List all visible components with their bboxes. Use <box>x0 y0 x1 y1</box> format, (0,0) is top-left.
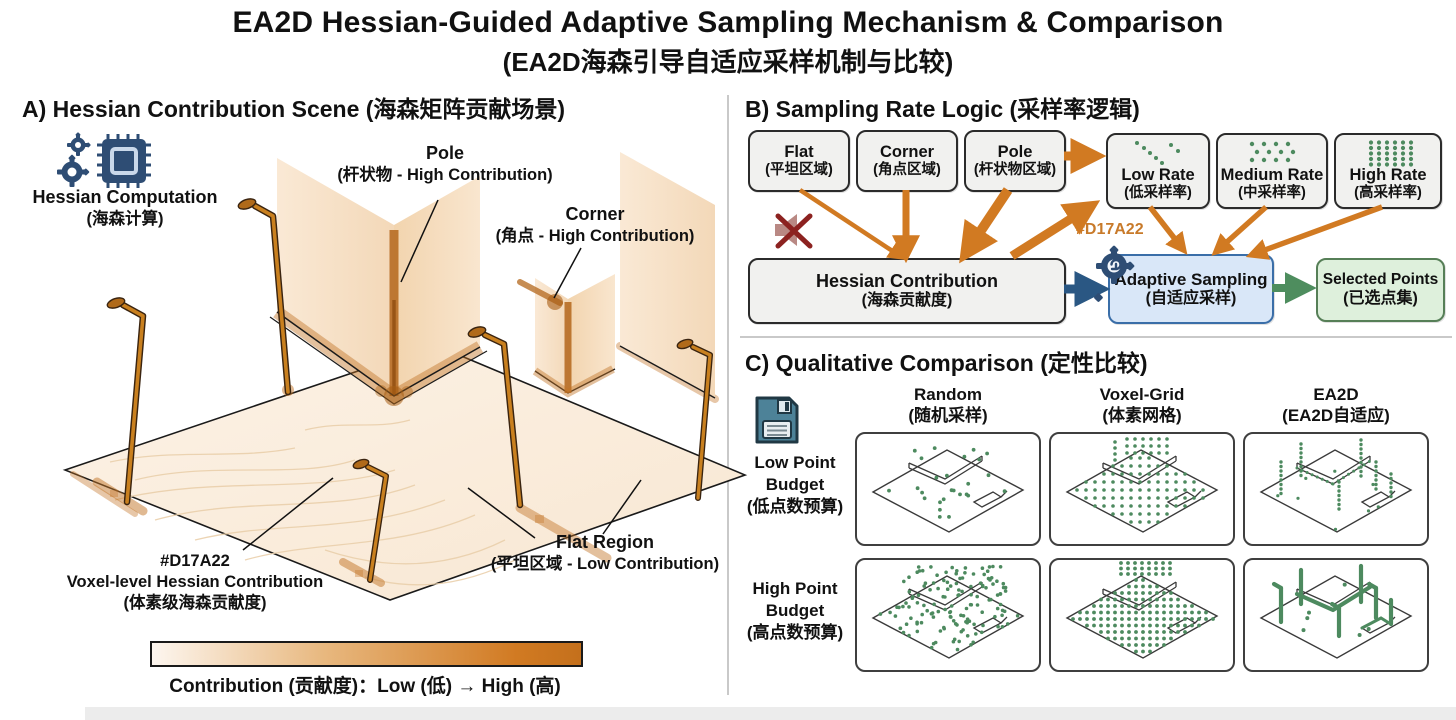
column-header-voxelgrid: Voxel-Grid (体素网格) <box>1099 385 1185 426</box>
flat-callout-line-1 <box>467 487 536 539</box>
column-header-ea2d: EA2D (EA2D自适应) <box>1282 385 1390 426</box>
panel-b-heading: B) Sampling Rate Logic (采样率逻辑) <box>745 96 1140 122</box>
medium-rate-dots-icon <box>1249 141 1296 162</box>
cell-ea2d-high <box>1243 558 1429 672</box>
panel-base-line <box>619 345 716 399</box>
figure-title: EA2D Hessian-Guided Adaptive Sampling Me… <box>232 6 1224 39</box>
corner-callout-line <box>553 247 582 299</box>
hessian-contribution-box: Hessian Contribution (海森贡献度) <box>748 258 1066 324</box>
pole-annotation: Pole (杆状物 - High Contribution) <box>337 143 553 185</box>
low-rate-dots-icon <box>1135 140 1180 165</box>
ground-plane <box>62 344 748 601</box>
hessian-computation-icon <box>57 132 151 188</box>
row-label-high-budget: High Point Budget (高点数预算) <box>746 579 844 643</box>
pole-callout-line <box>400 199 439 283</box>
lamp <box>106 297 147 506</box>
street-lamps <box>106 198 713 583</box>
muted-speaker-icon <box>775 213 813 249</box>
colorbar-caption: Contribution (贡献度)：Low (低) → High (高) <box>169 676 561 697</box>
floppy-disk-icon <box>755 396 799 444</box>
cell-voxel-low <box>1049 432 1235 546</box>
cell-voxel-high <box>1049 558 1235 672</box>
horizontal-divider <box>740 336 1452 338</box>
figure-subtitle: (EA2D海森引导自适应采样机制与比较) <box>502 47 954 77</box>
pole-box: Pole (杆状物区域) <box>964 130 1066 192</box>
lamp <box>352 458 389 583</box>
corner-wall-right <box>568 274 615 393</box>
voxel-callout-line <box>242 477 334 551</box>
right-corner-heat <box>547 294 563 310</box>
cell-random-low <box>855 432 1041 546</box>
hessian-computation-label: Hessian Computation (海森计算) <box>32 187 218 229</box>
corner-annotation: Corner (角点 - High Contribution) <box>495 204 695 246</box>
row-label-low-budget: Low Point Budget (低点数预算) <box>746 453 844 517</box>
adaptive-sampling-box: Adaptive Sampling (自适应采样) <box>1108 254 1274 324</box>
selected-points-box: Selected Points (已选点集) <box>1316 258 1445 322</box>
panel-c-heading: C) Qualitative Comparison (定性比较) <box>745 350 1148 376</box>
corner-box: Corner (角点区域) <box>856 130 958 192</box>
lamp <box>467 326 524 509</box>
voxel-annotation: #D17A22 Voxel-level Hessian Contribution… <box>66 552 324 613</box>
arrow-highrate-to-adaptive <box>1245 204 1383 260</box>
panel-a-heading: A) Hessian Contribution Scene (海森矩阵贡献场景) <box>22 96 566 122</box>
right-panel-wall <box>620 152 715 398</box>
arrow-pole-to-hessian <box>959 187 1013 264</box>
hex-color-label: #D17A22 <box>1076 221 1144 238</box>
contribution-colorbar <box>150 641 583 667</box>
corner-base-heat <box>532 365 615 398</box>
corner-heat-blob <box>384 386 404 406</box>
wall-left <box>277 158 394 396</box>
vertical-divider <box>727 95 729 695</box>
high-rate-dots-icon <box>1368 140 1414 167</box>
wall-right <box>394 176 480 396</box>
lamp <box>237 198 292 396</box>
flat-box: Flat (平坦区域) <box>748 130 850 192</box>
lamp <box>676 338 713 501</box>
low-rate-box: Low Rate (低采样率) <box>1106 133 1210 209</box>
flat-callout-line-2 <box>602 479 642 535</box>
flat-annotation: Flat Region (平坦区域 - Low Contribution) <box>490 532 720 574</box>
cell-random-high <box>855 558 1041 672</box>
cell-ea2d-low <box>1243 432 1429 546</box>
scene-3d <box>62 152 748 601</box>
column-header-random: Random (随机采样) <box>908 385 988 426</box>
arrow-mediumrate-to-adaptive <box>1211 204 1268 256</box>
high-rate-box: High Rate (高采样率) <box>1334 133 1442 209</box>
medium-rate-box: Medium Rate (中采样率) <box>1216 133 1328 209</box>
bottom-strip <box>85 707 1456 720</box>
callout-lines <box>242 199 642 551</box>
gear-icon <box>1094 245 1135 302</box>
